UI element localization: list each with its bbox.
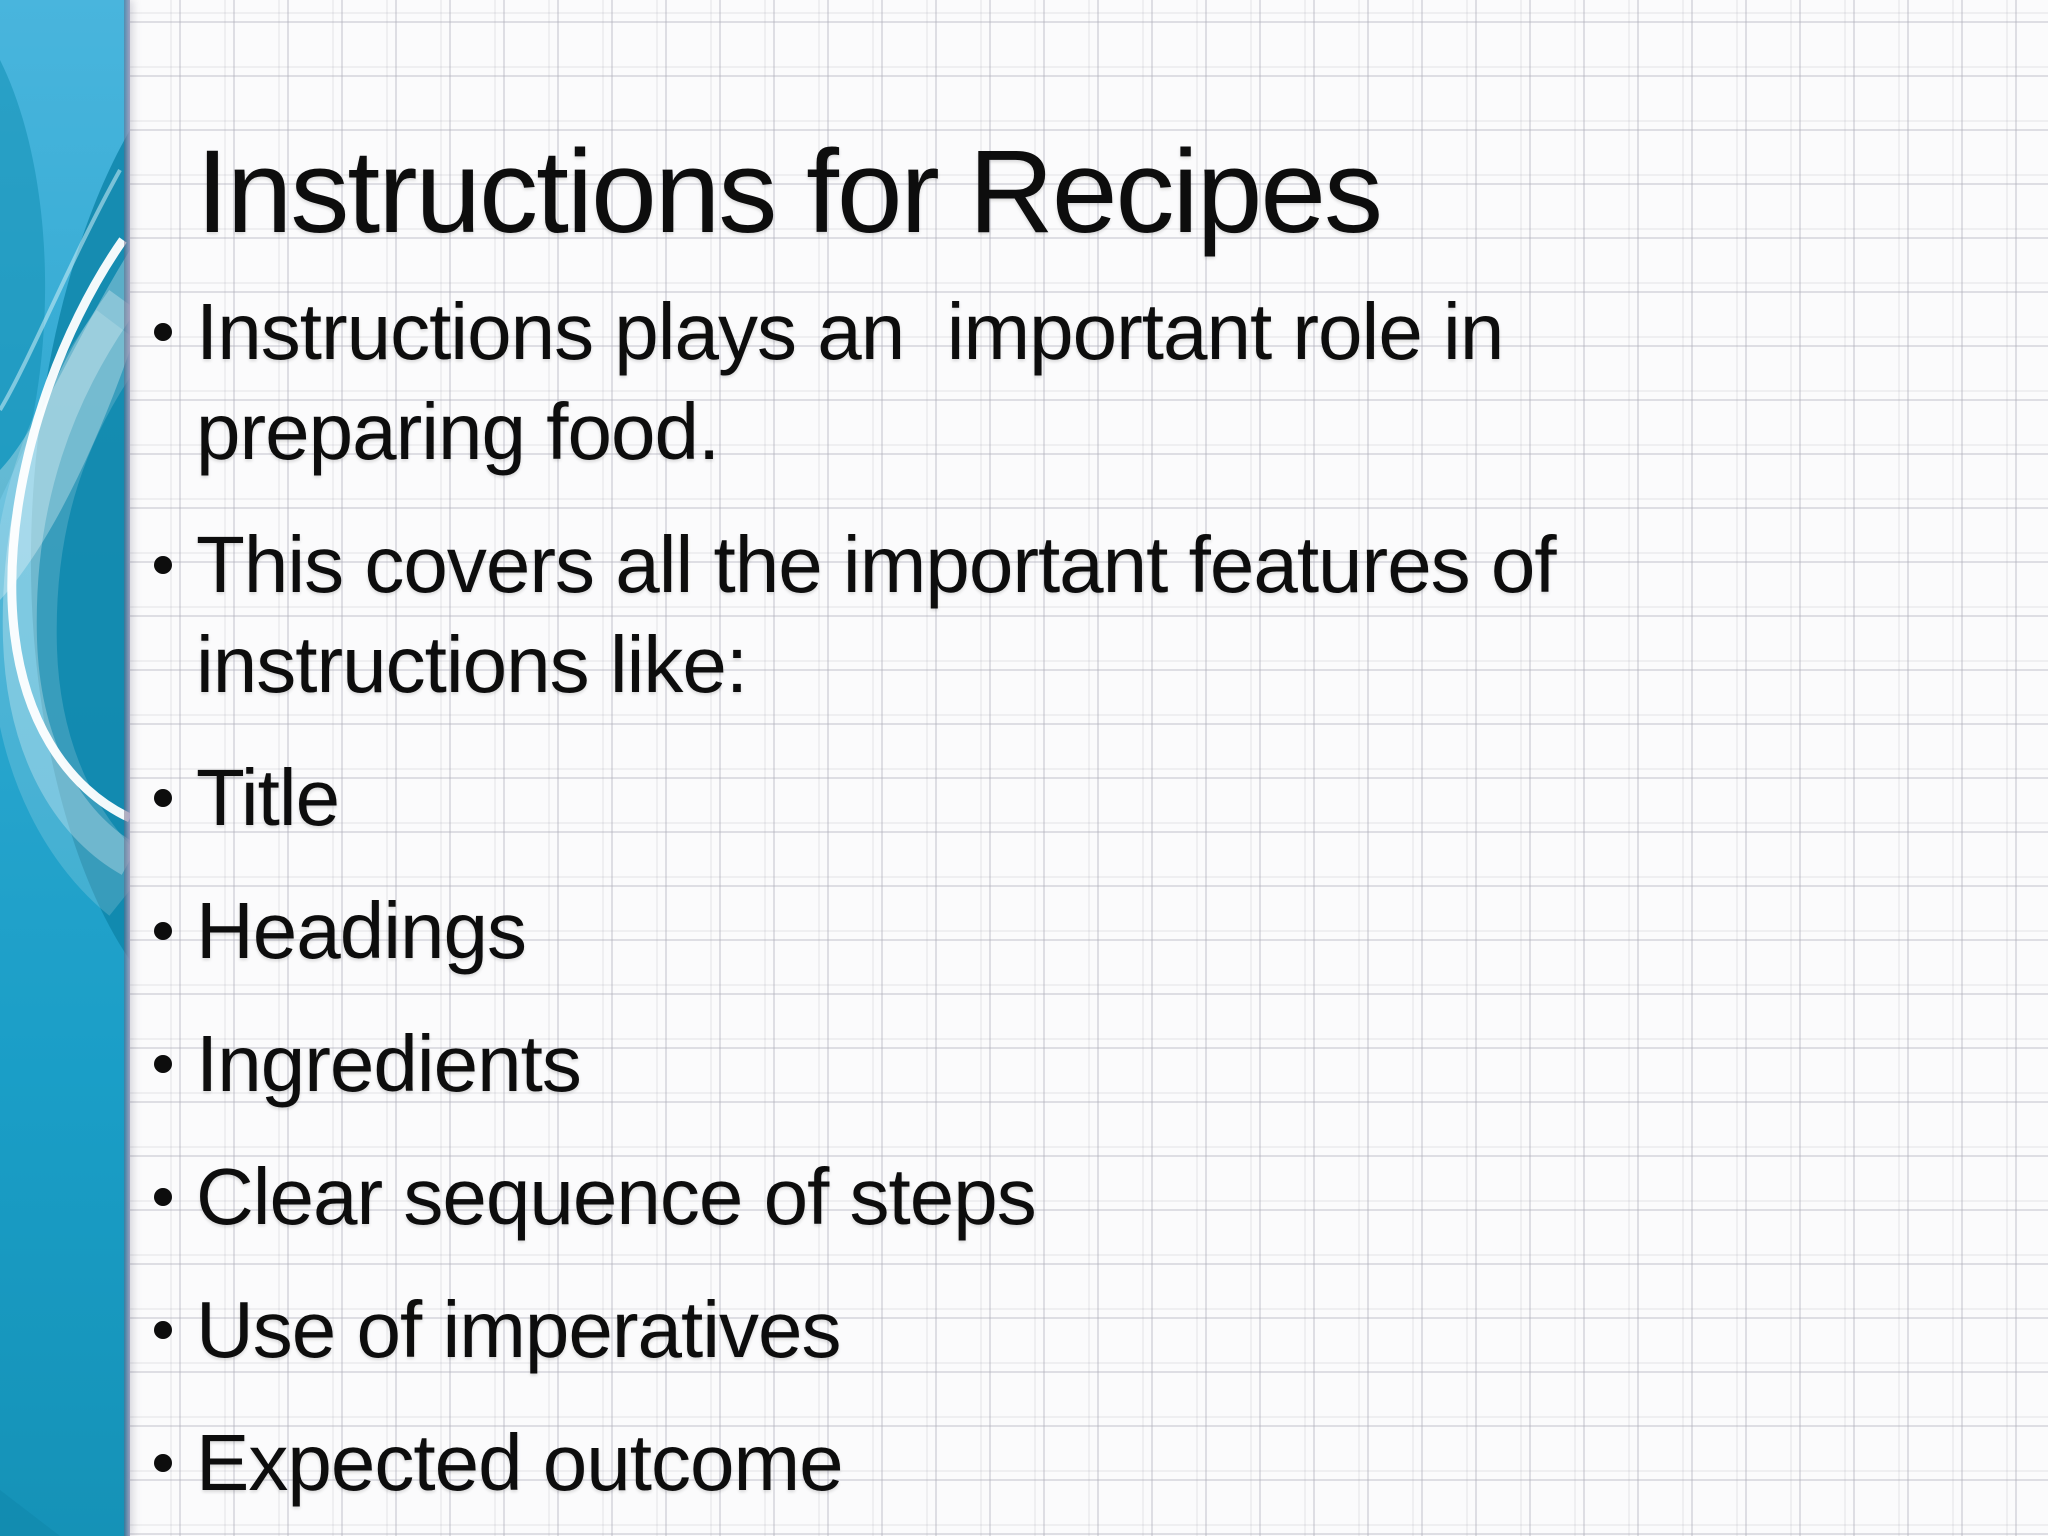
bullet-item: Expected outcome [154, 1413, 2008, 1513]
bullet-dot-icon [154, 1188, 172, 1206]
bullet-dot-icon [154, 556, 172, 574]
bullet-text: Title [196, 753, 340, 842]
bullet-dot-icon [154, 1454, 172, 1472]
bullet-text: Expected outcome [196, 1418, 844, 1507]
bullet-list: Instructions plays an important role in … [154, 282, 2008, 1513]
sidebar-edge-line [124, 0, 130, 1536]
sidebar-decoration [0, 0, 130, 1536]
swoosh-graphic [0, 0, 130, 1536]
bullet-item: Ingredients [154, 1014, 2008, 1114]
bullet-text: Use of imperatives [196, 1285, 841, 1374]
bullet-item: Title [154, 748, 2008, 848]
bullet-dot-icon [154, 1055, 172, 1073]
bullet-text: Ingredients [196, 1019, 582, 1108]
bullet-text: Clear sequence of steps [196, 1152, 1037, 1241]
bullet-item: Instructions plays an important role in … [154, 282, 2008, 482]
bullet-dot-icon [154, 789, 172, 807]
bullet-text: Headings [196, 886, 527, 975]
bullet-item: Use of imperatives [154, 1280, 2008, 1380]
bullet-item: Headings [154, 881, 2008, 981]
slide-content: Instructions for Recipes Instructions pl… [154, 118, 2008, 1536]
bullet-dot-icon [154, 1321, 172, 1339]
slide-title: Instructions for Recipes [196, 126, 1383, 258]
bullet-dot-icon [154, 323, 172, 341]
bullet-item: Clear sequence of steps [154, 1147, 2008, 1247]
bullet-dot-icon [154, 922, 172, 940]
bullet-item: This covers all the important features o… [154, 515, 2008, 715]
bullet-text: This covers all the important features o… [196, 520, 1557, 709]
bullet-text: Instructions plays an important role in … [196, 287, 1504, 476]
